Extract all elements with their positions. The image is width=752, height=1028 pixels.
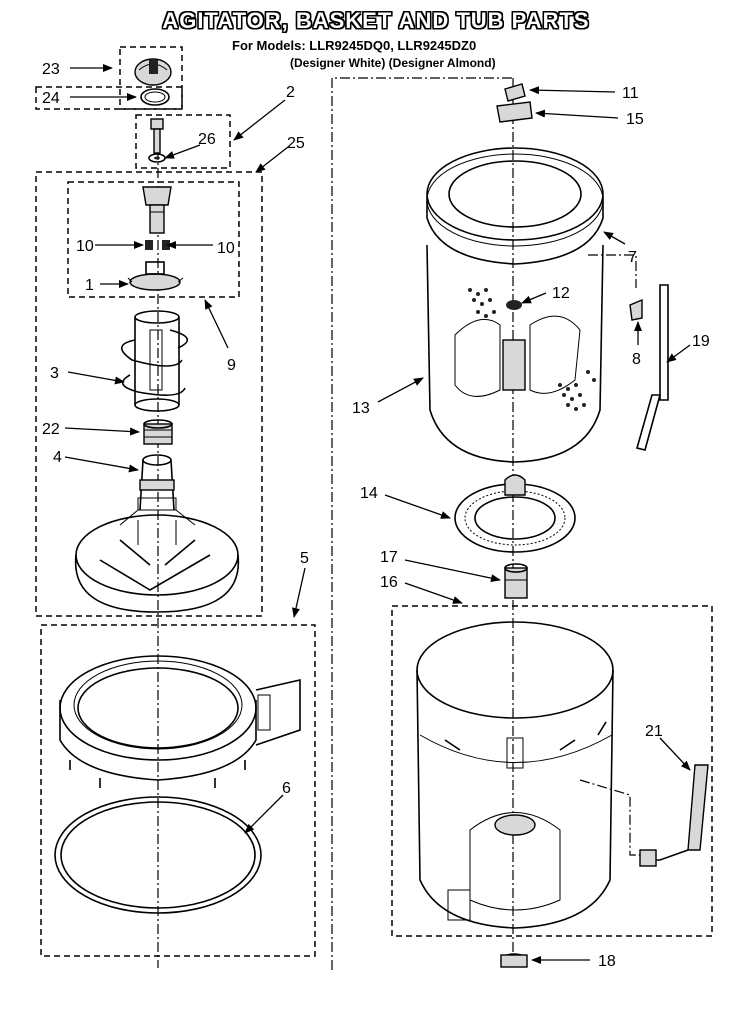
callout-15: 15 [626,111,644,128]
callout-23: 23 [42,61,60,78]
hose-axis [579,779,645,856]
group-box-2 [135,114,231,169]
callout-22: 22 [42,421,60,438]
one-way-clutch [143,419,173,445]
callout-13: 13 [352,400,370,417]
callout-4: 4 [53,449,62,466]
group-box-24 [35,86,183,110]
basket-drive-hub [454,474,576,553]
callout-10-right: 10 [217,240,235,257]
agitator-auger [120,310,188,412]
callout-21: 21 [645,723,663,740]
agitator-base [74,454,240,613]
callout-1: 1 [85,277,94,294]
outer-tub [416,621,614,929]
drive-block [504,563,528,599]
cap-o-ring [140,88,170,106]
callout-8: 8 [632,351,641,368]
basket-balance-ring [426,147,604,265]
group-box-23 [119,46,183,110]
diagram-title: AGITATOR, BASKET AND TUB PARTS [162,8,590,33]
callout-25: 25 [287,135,305,152]
callout-2: 2 [286,84,295,101]
agitator-dogs-cam [127,186,184,291]
tub-ring-gasket [54,796,262,914]
callout-26: 26 [198,131,216,148]
agitator-cap [134,58,172,86]
agitator-shaft-seal [496,83,533,123]
callout-19: 19 [692,333,710,350]
basket-clip [629,298,643,321]
tub-seal [500,953,528,968]
callout-12: 12 [552,285,570,302]
callout-10-left: 10 [76,238,94,255]
callout-7: 7 [628,249,637,266]
callout-6: 6 [282,780,291,797]
fill-hose-lower [636,394,662,451]
group-box-25 [35,171,263,617]
group-box-16 [391,605,713,937]
callout-9: 9 [227,357,236,374]
callout-24: 24 [42,90,60,107]
color-variants: (Designer White) (Designer Almond) [290,56,496,70]
axis-connector [331,77,513,970]
callout-17: 17 [380,549,398,566]
callout-5: 5 [300,550,309,567]
callout-18: 18 [598,953,616,970]
callout-11: 11 [622,85,639,102]
callout-3: 3 [50,365,59,382]
callout-16: 16 [380,574,398,591]
diagram-header: AGITATOR, BASKET AND TUB PARTS For Model… [0,0,752,80]
agitator-bolt [148,118,166,163]
drain-hose [639,764,709,867]
tub-ring [59,655,301,788]
model-numbers: For Models: LLR9245DQ0, LLR9245DZ0 [232,38,477,53]
callout-14: 14 [360,485,378,502]
group-box-9 [67,181,240,298]
group-box-5 [40,624,316,957]
wash-basket [426,244,604,463]
fill-hose-upper [659,284,669,401]
